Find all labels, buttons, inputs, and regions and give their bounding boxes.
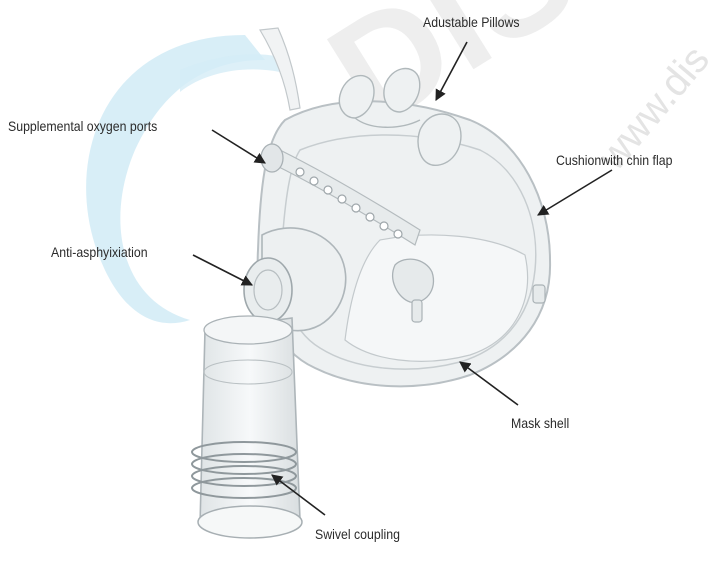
swivel-tube <box>200 318 300 533</box>
arrow-cushion <box>538 170 612 215</box>
arrow-oxygen-ports <box>212 130 265 163</box>
shell-clip <box>533 285 545 303</box>
arrow-mask-shell <box>460 362 518 405</box>
side-clip-tab <box>412 300 422 322</box>
arrow-adjustable-pillows <box>436 42 467 100</box>
label-swivel-coupling: Swivel coupling <box>315 526 400 542</box>
label-mask-shell: Mask shell <box>511 415 569 431</box>
label-adjustable-pillows: Adustable Pillows <box>423 14 520 30</box>
anti-asphyxia-valve <box>244 258 292 322</box>
oxygen-port <box>261 144 283 172</box>
watermark-swoosh <box>86 35 265 323</box>
label-supplemental-oxygen-ports: Supplemental oxygen ports <box>8 118 157 134</box>
tube-opening <box>198 506 302 538</box>
label-anti-asphyxiation: Anti-asphyixiation <box>51 244 148 260</box>
arrow-anti-asphyxiation <box>193 255 252 285</box>
label-cushion-with-chin-flap: Cushionwith chin flap <box>556 152 672 168</box>
